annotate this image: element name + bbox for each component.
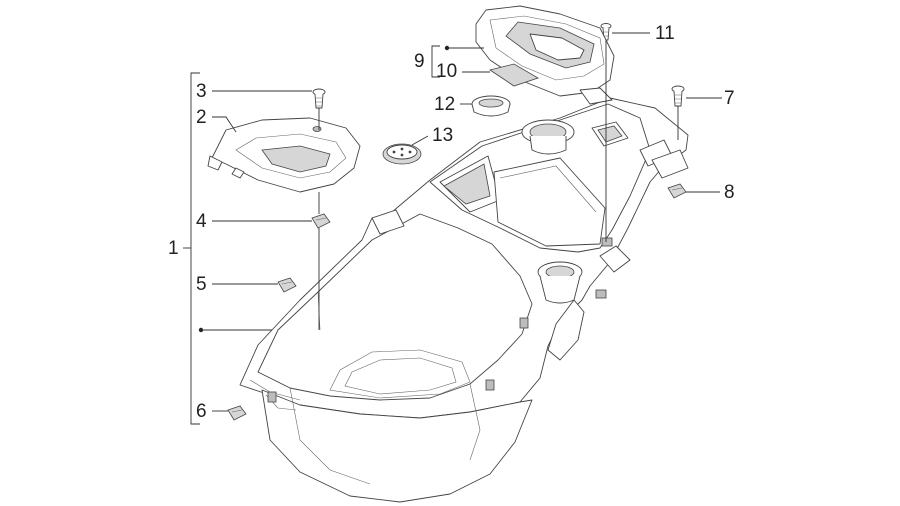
callout-6: 6 (196, 401, 207, 422)
compartment-lid (207, 117, 361, 193)
clip-nut-4 (311, 213, 331, 229)
helmet-compartment-tub (239, 97, 689, 503)
clip-nut-8 (667, 183, 687, 199)
bracket-1 (190, 72, 200, 425)
callout-5: 5 (196, 274, 207, 295)
clip-nut-5 (277, 277, 297, 293)
cap-12 (471, 95, 511, 117)
leader-2 (212, 116, 237, 133)
callout-9: 9 (414, 51, 425, 72)
callout-12: 12 (434, 94, 456, 115)
clip-nut-6 (227, 405, 247, 421)
screw-3 (312, 88, 326, 109)
leader-13 (411, 135, 429, 146)
callout-11: 11 (655, 23, 675, 44)
callout-8: 8 (724, 182, 735, 203)
callout-1: 1 (168, 238, 179, 259)
callout-4: 4 (196, 211, 207, 232)
pad-10 (489, 63, 539, 87)
callout-3: 3 (196, 81, 207, 102)
callout-2: 2 (196, 107, 207, 128)
leader-lines (183, 32, 722, 425)
bracket-9 (431, 45, 440, 78)
rear-cover (475, 5, 615, 105)
callout-7: 7 (724, 88, 735, 109)
callout-13: 13 (432, 125, 454, 146)
screw-7 (671, 85, 685, 107)
grommet-13 (382, 143, 422, 165)
callout-10: 10 (436, 61, 458, 82)
